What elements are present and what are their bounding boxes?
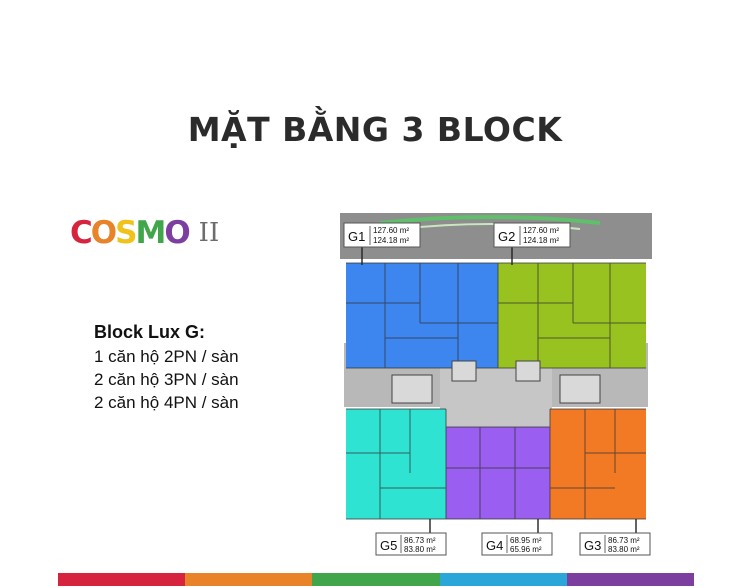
label-g2: G2 127.60 m² 124.18 m² xyxy=(493,222,571,265)
label-g1: G1 127.60 m² 124.18 m² xyxy=(343,222,421,265)
stripe-segment xyxy=(439,573,567,586)
stripe-segment xyxy=(312,573,440,586)
label-g4: G4 68.95 m² 65.96 m² xyxy=(481,519,553,556)
g1-id: G1 xyxy=(348,229,365,244)
info-line-2pn: 1 căn hộ 2PN / sàn xyxy=(94,347,239,366)
label-g5: G5 86.73 m² 83.80 m² xyxy=(375,519,447,556)
g3-id: G3 xyxy=(584,538,601,553)
unit-g5[interactable] xyxy=(346,409,446,519)
page-title: MẶT BẰNG 3 BLOCK xyxy=(187,110,563,149)
stripe-segment xyxy=(58,573,186,586)
logo-letter: O xyxy=(164,215,190,251)
g2-area1: 127.60 m² xyxy=(523,226,559,235)
g2-area2: 124.18 m² xyxy=(523,236,559,245)
g1-area1: 127.60 m² xyxy=(373,226,409,235)
g4-area1: 68.95 m² xyxy=(510,536,542,545)
g5-id: G5 xyxy=(380,538,397,553)
logo-letter: M xyxy=(135,215,166,251)
stripe-segment xyxy=(566,573,695,586)
logo-letter: O xyxy=(90,215,117,251)
g4-id: G4 xyxy=(486,538,503,553)
logo-letter: S xyxy=(115,215,137,251)
logo-suffix: II xyxy=(198,218,220,248)
unit-g2[interactable] xyxy=(498,263,646,368)
g5-area1: 86.73 m² xyxy=(404,536,436,545)
g4-area2: 65.96 m² xyxy=(510,545,542,554)
label-g3: G3 86.73 m² 83.80 m² xyxy=(579,519,651,556)
stripe-segment xyxy=(185,573,313,586)
g3-area2: 83.80 m² xyxy=(608,545,640,554)
unit-g1[interactable] xyxy=(346,263,498,368)
floor-plan: G1 127.60 m² 124.18 m² G2 127.60 m² 124.… xyxy=(340,213,652,556)
garden-arc xyxy=(379,215,601,225)
g1-area2: 124.18 m² xyxy=(373,236,409,245)
g2-id: G2 xyxy=(498,229,515,244)
footer-color-stripe xyxy=(58,573,695,586)
logo-brand: COSMO xyxy=(70,215,191,251)
g3-area1: 86.73 m² xyxy=(608,536,640,545)
room-walls xyxy=(346,262,646,520)
block-info: Block Lux G: 1 căn hộ 2PN / sàn 2 căn hộ… xyxy=(94,322,239,414)
unit-g3[interactable] xyxy=(550,409,646,519)
block-heading: Block Lux G: xyxy=(94,322,206,342)
info-line-4pn: 2 căn hộ 4PN / sàn xyxy=(94,393,239,412)
info-line-3pn: 2 căn hộ 3PN / sàn xyxy=(94,370,239,389)
stairwells xyxy=(391,360,601,404)
unit-g4[interactable] xyxy=(446,427,550,519)
logo-letter: C xyxy=(70,215,93,251)
g5-area2: 83.80 m² xyxy=(404,545,436,554)
